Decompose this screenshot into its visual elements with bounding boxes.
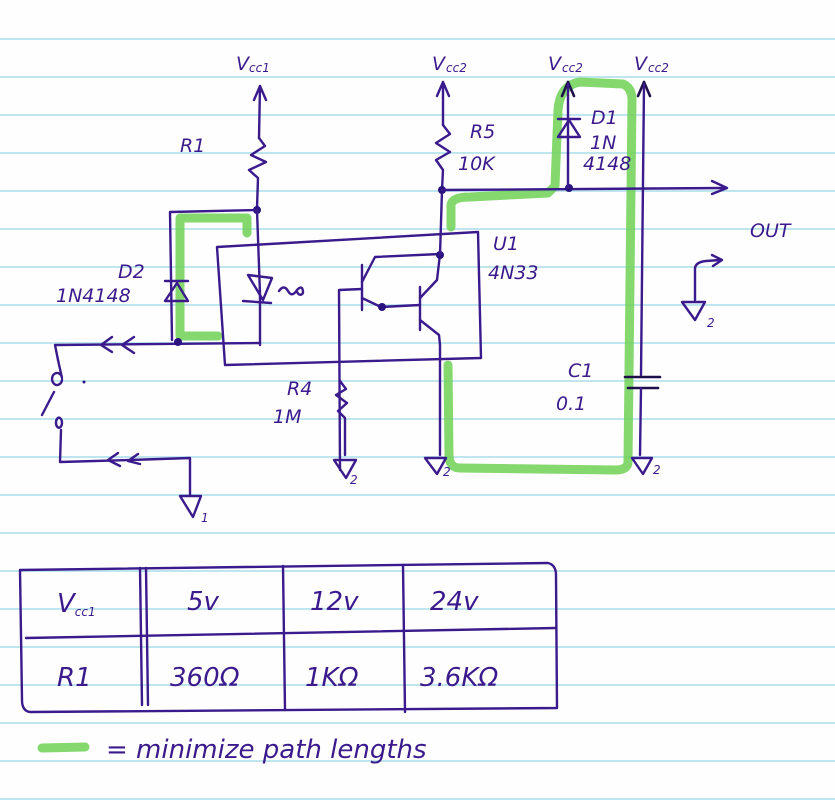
c1-plates <box>623 375 662 390</box>
r4-resistor: R4 1M 2 <box>273 378 358 487</box>
svg-text:2: 2 <box>707 316 715 330</box>
connector-arrow-3 <box>106 451 122 468</box>
vcc1-arrow-icon <box>252 84 268 140</box>
svg-text:V: V <box>548 53 563 75</box>
table-cell: 1KΩ <box>305 663 359 693</box>
q1-base-lead <box>337 287 364 472</box>
u1-led <box>241 208 305 347</box>
r1-branch: R1 <box>180 84 268 214</box>
highlight-d2-loop <box>175 213 252 341</box>
svg-text:cc2: cc2 <box>648 61 669 75</box>
u1-outline <box>215 230 483 367</box>
d1-diode: D1 1N 4148 <box>556 80 631 190</box>
ground-1-icon <box>178 494 203 519</box>
q2-emitter <box>418 318 442 347</box>
legend-text: = minimize path lengths <box>106 735 427 765</box>
u1-value: 4N33 <box>488 262 538 284</box>
highlight-paths <box>37 77 637 753</box>
svg-text:2: 2 <box>653 463 661 477</box>
svg-text:2: 2 <box>443 465 451 479</box>
d2-label: D2 <box>118 261 145 283</box>
table-row-divider <box>24 626 558 640</box>
ground-2-icon <box>680 300 707 322</box>
svg-text:1N: 1N <box>590 132 616 154</box>
out-label: OUT <box>750 220 792 242</box>
u1-package: U1 4N33 <box>215 230 538 367</box>
out-connector: 2 <box>680 253 724 330</box>
highlight-legend-swatch <box>37 742 90 753</box>
d2-symbol <box>163 279 190 303</box>
d2-diode: D2 1N4148 <box>56 208 259 342</box>
out-arrow-icon <box>710 179 729 196</box>
svg-text:cc2: cc2 <box>446 61 467 75</box>
r4-label: R4 <box>287 378 312 400</box>
svg-text:4148: 4148 <box>583 153 631 175</box>
vcc2-label-d1: V cc2 <box>548 53 583 75</box>
table-row: R1 360Ω 1KΩ 3.6KΩ <box>57 663 498 693</box>
d2-value: 1N4148 <box>56 285 131 307</box>
c1-capacitor: C1 0.1 2 <box>556 80 662 477</box>
input-connector: 1 <box>40 335 262 525</box>
table-cell: 5v <box>187 587 220 617</box>
svg-text:V: V <box>432 53 447 75</box>
connector-arrow-2 <box>120 335 136 355</box>
r5-label: R5 <box>470 121 495 143</box>
u1-label: U1 <box>493 233 519 255</box>
ground-2-icon <box>332 458 358 480</box>
table-col-divider-double <box>138 566 150 707</box>
table-row-header-vcc1: Vcc1 <box>57 589 96 619</box>
ground-1-label: 1 <box>201 511 209 525</box>
r1-resistor <box>247 136 268 210</box>
ground-2-icon <box>630 456 654 476</box>
table-cell: 3.6KΩ <box>420 663 498 693</box>
connector-arrow-1 <box>99 335 114 354</box>
table-cell: 12v <box>310 587 359 617</box>
r5-resistor: R5 10K <box>434 80 496 257</box>
vcc2-label-r5: V cc2 <box>432 53 467 75</box>
r1-selection-table: Vcc1 5v 12v 24v R1 360Ω 1KΩ 3.6KΩ <box>18 561 559 714</box>
svg-text:cc2: cc2 <box>562 61 583 75</box>
table-row: Vcc1 5v 12v 24v <box>57 587 479 619</box>
table-cell: 360Ω <box>170 663 240 693</box>
light-emission-icon <box>277 286 305 296</box>
table-row-header-r1: R1 <box>57 663 92 693</box>
q1-emitter <box>360 296 422 309</box>
ground-2-label: 2 <box>350 473 358 487</box>
q1-collector <box>360 252 442 284</box>
vcc1-label: V cc1 <box>236 53 270 75</box>
r1-label: R1 <box>180 135 205 157</box>
vcc2-label-c1: V cc2 <box>634 53 669 75</box>
highlight-vcc2-bypass <box>443 77 637 475</box>
table-cell: 24v <box>430 587 479 617</box>
c1-value: 0.1 <box>556 393 586 415</box>
svg-text:V: V <box>634 53 649 75</box>
d1-label: D1 <box>591 107 618 129</box>
ground-2-icon <box>423 456 448 476</box>
led-symbol <box>241 273 274 305</box>
r4-value: 1M <box>273 406 301 428</box>
d1-symbol <box>556 117 582 139</box>
out-connector-arrow-icon <box>710 253 724 268</box>
table-col-divider <box>281 564 287 712</box>
table-outline <box>18 561 559 714</box>
switch-icon <box>40 358 192 497</box>
out-wire <box>440 186 727 192</box>
emitter-ground: 2 <box>423 343 451 479</box>
table-col-divider <box>401 563 407 714</box>
c1-label: C1 <box>568 360 593 382</box>
svg-text:cc1: cc1 <box>249 61 270 75</box>
connector-arrow-4 <box>126 452 142 466</box>
q2-collector <box>418 252 442 300</box>
legend: = minimize path lengths <box>106 735 427 765</box>
r5-value: 10K <box>458 153 496 175</box>
svg-text:V: V <box>236 53 251 75</box>
vcc2-arrow-icon <box>435 80 451 127</box>
